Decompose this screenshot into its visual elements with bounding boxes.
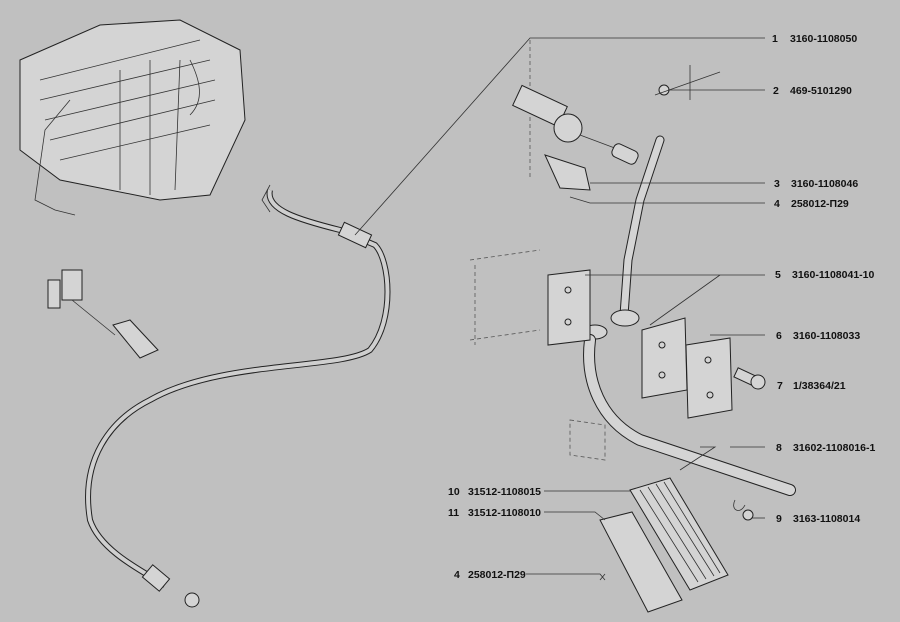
callout-number: 4 bbox=[774, 198, 780, 210]
part-number: 469-5101290 bbox=[790, 85, 852, 97]
callout-number: 6 bbox=[776, 330, 782, 342]
leader-lines bbox=[354, 37, 765, 581]
part-number: 3160-1108046 bbox=[791, 178, 858, 190]
part-number: 3160-1108033 bbox=[793, 330, 860, 342]
pedal-inset-illustration bbox=[47, 269, 159, 359]
part-number: 31512-1108015 bbox=[468, 486, 541, 498]
part-number: 31602-1108016-1 bbox=[793, 442, 875, 454]
pedal-lever bbox=[582, 135, 796, 496]
callout-number: 11 bbox=[448, 507, 459, 519]
callout-6: 6 3160-1108033 bbox=[776, 330, 860, 342]
callout-number: 4 bbox=[454, 569, 460, 581]
callout-8: 8 31602-1108016-1 bbox=[776, 442, 875, 454]
callout-4b: 4 258012-П29 bbox=[454, 569, 526, 581]
callout-number: 9 bbox=[776, 513, 782, 525]
callout-number: 5 bbox=[775, 269, 781, 281]
part-number: 258012-П29 bbox=[791, 198, 849, 210]
part-number: 1/38364/21 bbox=[793, 380, 846, 392]
callout-number: 10 bbox=[448, 486, 460, 498]
callout-number: 3 bbox=[774, 178, 780, 190]
callout-5: 5 3160-1108041-10 bbox=[775, 269, 874, 281]
bracket-plates bbox=[547, 269, 766, 419]
callout-number: 7 bbox=[777, 380, 783, 392]
callout-number: 1 bbox=[772, 33, 778, 45]
part-number: 3163-1108014 bbox=[793, 513, 860, 525]
callout-7: 7 1/38364/21 bbox=[777, 380, 846, 392]
callout-2: 2 469-5101290 bbox=[773, 85, 852, 97]
callout-9: 9 3163-1108014 bbox=[776, 513, 860, 525]
callout-4: 4 258012-П29 bbox=[774, 198, 849, 210]
part-number: 258012-П29 bbox=[468, 569, 526, 581]
callout-11: 11 31512-1108010 bbox=[448, 507, 541, 519]
callout-number: 8 bbox=[776, 442, 782, 454]
callout-3: 3 3160-1108046 bbox=[774, 178, 858, 190]
pedal-pads bbox=[599, 477, 754, 613]
part-number: 31512-1108010 bbox=[468, 507, 541, 519]
cable-end-assembly bbox=[512, 65, 721, 191]
accelerator-cable bbox=[85, 184, 391, 608]
callout-10: 10 31512-1108015 bbox=[448, 486, 541, 498]
engine-illustration bbox=[19, 19, 246, 216]
part-number: 3160-1108050 bbox=[790, 33, 857, 45]
callout-number: 2 bbox=[773, 85, 779, 97]
part-number: 3160-1108041-10 bbox=[792, 269, 874, 281]
callout-1: 1 3160-1108050 bbox=[772, 33, 857, 45]
